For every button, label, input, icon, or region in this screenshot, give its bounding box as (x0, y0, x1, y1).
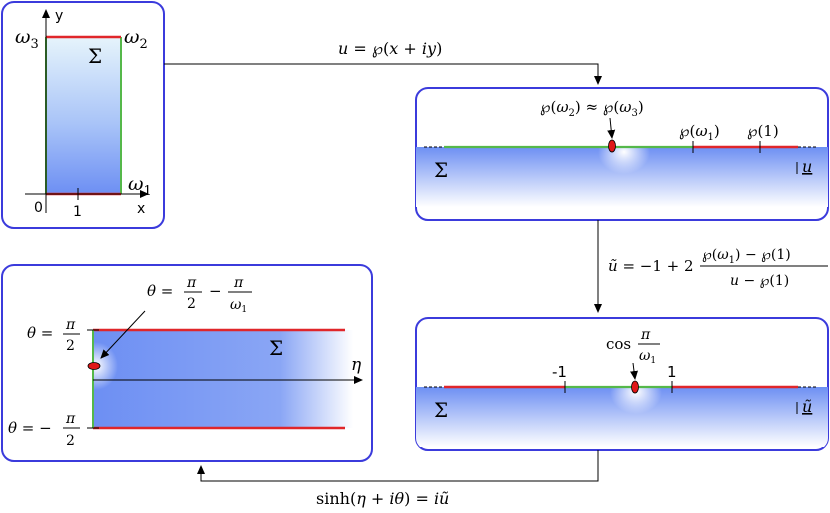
strip-region (93, 330, 353, 428)
svg-text:π: π (65, 317, 76, 333)
point-label: ℘(ω2) ≈ ℘(ω3) (540, 98, 644, 119)
svg-text:−: − (209, 282, 222, 300)
marked-point (87, 362, 101, 370)
svg-text:2: 2 (187, 296, 196, 312)
panel-half-plane-u: ℘(ω2) ≈ ℘(ω3) ℘(ω1) ℘(1) Σ u (415, 87, 829, 221)
marked-point (608, 139, 616, 153)
svg-text:π: π (640, 327, 651, 343)
map1-label: u = ℘(x + iy) (338, 39, 442, 58)
svg-text:2: 2 (66, 338, 75, 354)
svg-text:2: 2 (66, 433, 75, 449)
svg-text:u − ℘(1): u − ℘(1) (730, 273, 789, 289)
label-p-one: ℘(1) (747, 122, 779, 140)
svg-text:θ = −: θ = − (8, 419, 52, 437)
panel-half-plane-u-tilde: -1 1 cos π ω1 Σ ũ (415, 317, 829, 451)
variable-u-label: u (802, 157, 812, 176)
svg-text:π: π (186, 275, 197, 291)
sigma-label: Σ (434, 398, 448, 422)
y-axis-label: y (55, 8, 63, 24)
tick-one-label: 1 (73, 204, 82, 220)
map2-formula: ũ = −1 + 2 ℘(ω1) − ℘(1) u − ℘(1) (608, 247, 828, 289)
theta-top-label: θ = π 2 (27, 317, 80, 354)
map-arrow-3 (197, 450, 599, 482)
panel-rectangle: y x 0 1 ω3 ω2 ω1 Σ (1, 1, 165, 229)
cos-label: cos π ω1 (606, 327, 660, 366)
svg-text:θ =: θ = (27, 324, 53, 342)
origin-label: 0 (34, 200, 43, 216)
label-one: 1 (667, 363, 677, 381)
sigma-label: Σ (434, 158, 448, 182)
eta-label: η (351, 355, 362, 375)
panel-strip: η Σ θ = π 2 − π ω1 θ = π 2 θ = − π 2 (1, 264, 373, 462)
theta-bottom-label: θ = − π 2 (8, 411, 80, 449)
svg-text:℘(ω1) − ℘(1): ℘(ω1) − ℘(1) (702, 247, 791, 266)
map3-label: sinh(η + iθ) = iũ (316, 489, 449, 508)
sigma-label: Σ (269, 336, 283, 360)
rectangle-region (46, 37, 121, 194)
svg-text:cos: cos (606, 335, 631, 353)
svg-text:π: π (65, 411, 76, 427)
map-arrow-1 (164, 63, 602, 85)
svg-text:θ =: θ = (147, 282, 173, 300)
label-p-omega1: ℘(ω1) (679, 122, 720, 143)
label-minus-one: -1 (552, 363, 567, 381)
svg-text:π: π (233, 275, 244, 291)
variable-u-tilde-label: ũ (802, 397, 812, 416)
marked-point (631, 380, 639, 394)
sigma-label: Σ (88, 44, 102, 68)
x-axis-label: x (137, 201, 145, 217)
svg-text:ũ = −1 + 2: ũ = −1 + 2 (608, 257, 694, 275)
